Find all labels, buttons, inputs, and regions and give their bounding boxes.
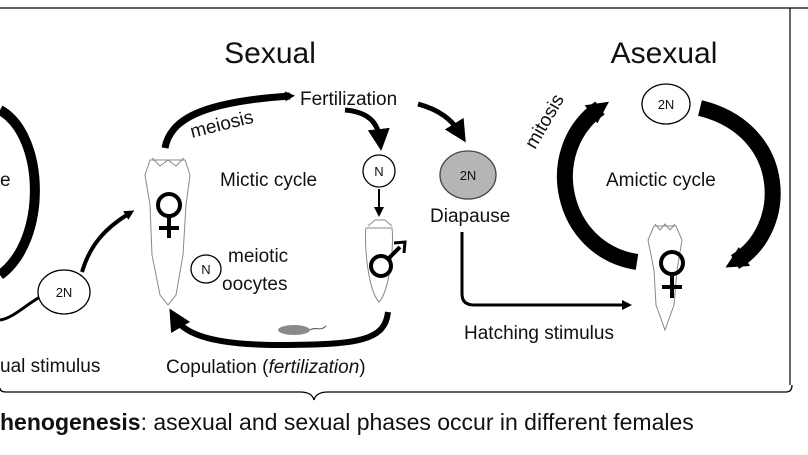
fertilization-label: Fertilization: [300, 89, 397, 110]
egg-2n-left: [37, 269, 91, 315]
egg-n-top-label: N: [374, 164, 383, 179]
egg-2n-diapause-label: 2N: [460, 168, 477, 183]
amictic-right-arc: [697, 100, 781, 269]
left-cut-letter: e: [0, 170, 11, 191]
bracket: [0, 384, 793, 401]
asexual-title: Asexual: [611, 37, 718, 70]
sexual-stimulus-label: ual stimulus: [0, 356, 100, 377]
hatching-arrow: [460, 232, 632, 310]
amictic-female-rotifer: [647, 223, 683, 332]
male-rotifer: [365, 219, 393, 303]
meiotic-label: meiotic: [228, 246, 288, 267]
female-symbol: [156, 192, 182, 238]
copulation-label: Copulation (fertilization): [166, 357, 366, 378]
sperm-icon: [278, 325, 327, 335]
egg-2n-diapause: [439, 150, 497, 200]
male-symbol: [369, 240, 407, 278]
sexual-title: Sexual: [224, 37, 316, 70]
meiosis-arrow: [161, 91, 295, 149]
egg-n-oocyte: [190, 254, 222, 284]
egg-n-top: [362, 154, 396, 188]
female-symbol-amictic: [659, 250, 685, 298]
arrow-to-diapause: [417, 101, 466, 143]
mictic-cycle-label: Mictic cycle: [220, 170, 317, 191]
copulation-arrow: [169, 308, 391, 349]
egg-2n-asexual: [641, 83, 691, 125]
amictic-cycle-label: Amictic cycle: [606, 170, 716, 191]
arrow-to-mictic-female: [80, 210, 135, 273]
egg-2n-asexual-label: 2N: [658, 97, 675, 112]
left-cycle-arc: [0, 105, 40, 280]
amictic-left-arc: [557, 101, 639, 270]
egg-n-oocyte-label: N: [201, 262, 210, 277]
egg-2n-left-label: 2N: [56, 285, 73, 300]
mitosis-label: mitosis: [521, 91, 569, 153]
arrow-to-n: [344, 107, 390, 151]
mictic-female-rotifer: [144, 157, 191, 306]
diapause-label: Diapause: [430, 206, 510, 227]
caption: henogenesis: asexual and sexual phases o…: [0, 409, 694, 435]
oocytes-label: oocytes: [222, 274, 287, 295]
hatching-stimulus-label: Hatching stimulus: [464, 323, 614, 344]
